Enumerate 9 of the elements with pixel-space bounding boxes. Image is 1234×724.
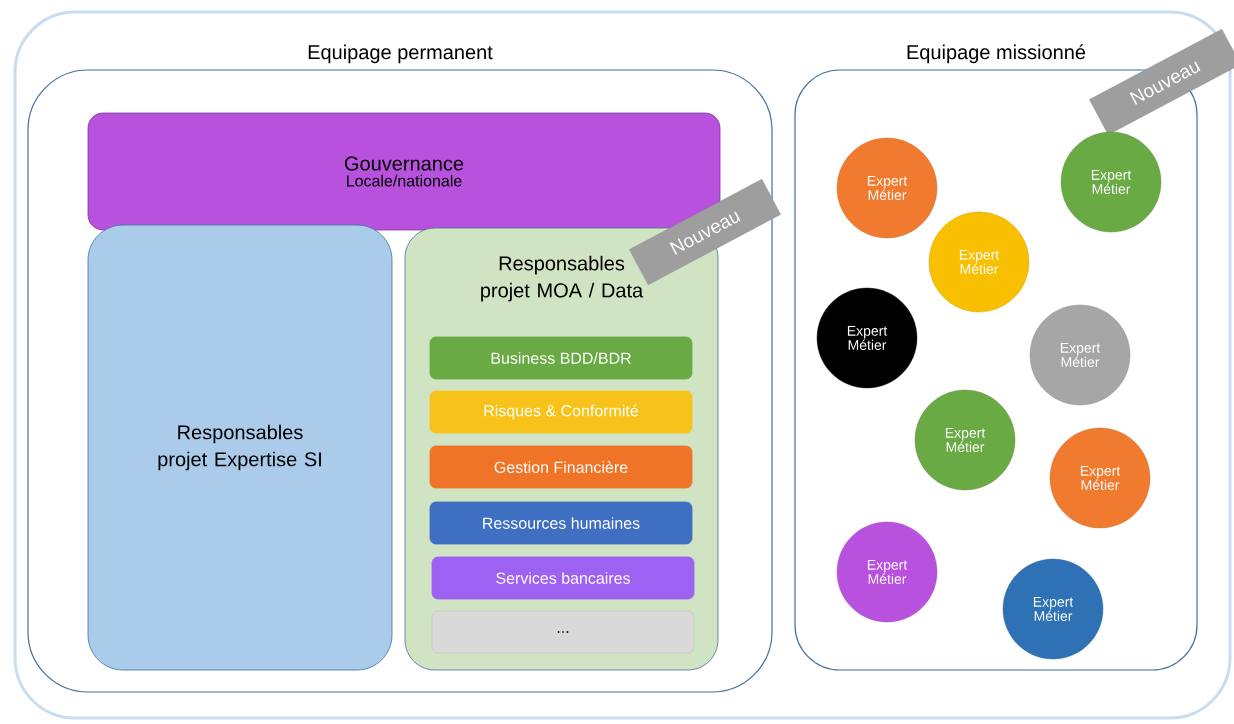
- node-label: Equipage permanent: [308, 44, 493, 64]
- category-bar: Services bancaires: [431, 556, 695, 600]
- category-bar: Ressources humaines: [429, 501, 693, 545]
- category-bar: Risques & Conformité: [429, 390, 693, 434]
- team-column: Responsables projet Expertise SI: [87, 224, 393, 671]
- category-bar: Business BDD/BDR: [429, 336, 693, 380]
- node-label: Equipage missionné: [907, 44, 1086, 64]
- category-bar: ...: [431, 610, 695, 654]
- category-bar: Gestion Financière: [429, 445, 693, 489]
